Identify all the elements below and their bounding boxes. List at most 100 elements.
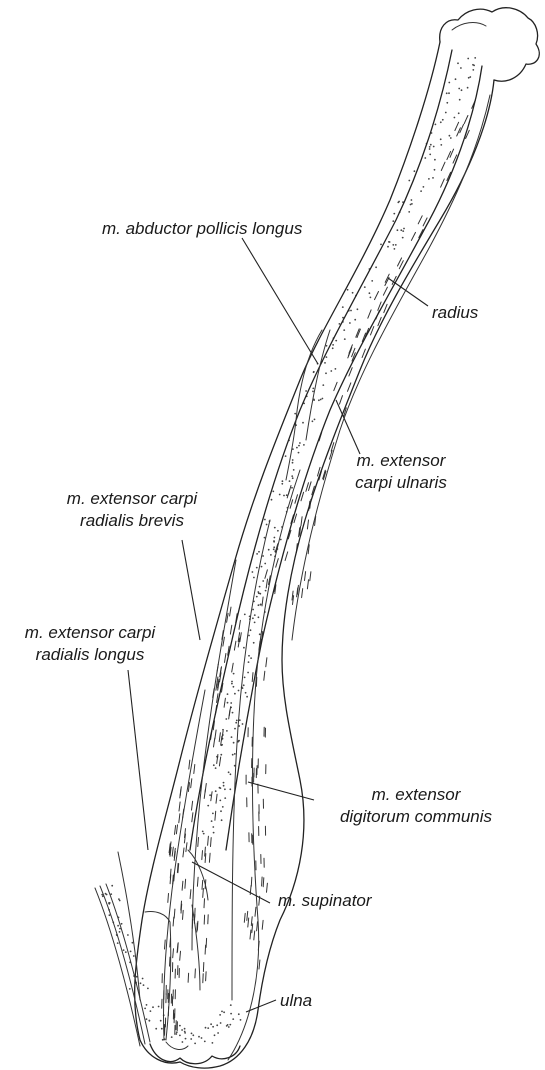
fiber-dash	[411, 232, 415, 240]
stipple-dot	[232, 1018, 234, 1020]
stipple-dot	[258, 616, 260, 618]
stipple-dot	[312, 420, 314, 422]
stipple-dot	[335, 368, 337, 370]
fiber-dash	[205, 945, 206, 954]
stipple-dot	[474, 57, 476, 59]
stipple-dot	[106, 894, 108, 896]
fiber-dash	[232, 663, 234, 672]
stipple-dot	[402, 230, 404, 232]
stipple-dot	[240, 1019, 242, 1021]
stipple-dot	[408, 180, 410, 182]
stipple-dot	[118, 898, 120, 900]
fiber-dash	[447, 151, 451, 159]
fiber-dash	[172, 847, 173, 856]
fiber-dash	[239, 620, 240, 629]
stipple-dot	[221, 1011, 223, 1013]
stipple-dot	[473, 65, 475, 67]
stipple-dot	[457, 62, 459, 64]
stipple-dot	[171, 1036, 173, 1038]
stipple-dot	[220, 810, 222, 812]
stipple-dot	[253, 577, 255, 579]
stipple-dot	[230, 1004, 232, 1006]
stipple-dot	[393, 213, 395, 215]
stipple-dot	[221, 744, 223, 746]
stipple-dot	[292, 462, 294, 464]
stipple-dot	[435, 124, 437, 126]
stipple-dot	[209, 794, 211, 796]
stipple-dot	[313, 371, 315, 373]
stipple-dot	[429, 146, 431, 148]
fiber-dash	[302, 589, 303, 598]
stipple-dot	[142, 978, 144, 980]
leader-ecrb	[182, 540, 200, 640]
stipple-dot	[111, 885, 113, 887]
stipple-dot	[270, 554, 272, 556]
stipple-dot	[212, 826, 214, 828]
fiber-dash	[230, 607, 231, 616]
stipple-dot	[109, 914, 111, 916]
stipple-dot	[434, 169, 436, 171]
stipple-dot	[449, 135, 451, 137]
stipple-dot	[246, 696, 248, 698]
fiber-dash	[264, 671, 265, 680]
stipple-dot	[123, 949, 125, 951]
stipple-dot	[150, 1010, 152, 1012]
fiber-dash	[192, 813, 193, 822]
fiber-dash	[383, 287, 387, 295]
fiber-dash	[307, 580, 308, 589]
stipple-dot	[424, 157, 426, 159]
stipple-dot	[352, 292, 354, 294]
stipple-dot	[179, 1035, 181, 1037]
stipple-dot	[429, 148, 431, 150]
fiber-dash	[211, 792, 212, 801]
stipple-dot	[243, 684, 245, 686]
fiber-dash	[441, 162, 445, 170]
stipple-dot	[469, 76, 471, 78]
stipple-dot	[243, 647, 245, 649]
supinator-edge-2	[192, 905, 200, 990]
stipple-dot	[155, 1028, 157, 1030]
stipple-dot	[282, 480, 284, 482]
fiber-dash	[234, 641, 236, 650]
fiber-dash	[263, 878, 264, 887]
stipple-dot	[259, 586, 261, 588]
stipple-dot	[220, 1022, 222, 1024]
stipple-dot	[228, 1026, 230, 1028]
stipple-dot	[392, 244, 394, 246]
stipple-dot	[214, 1034, 216, 1036]
stipple-dot	[222, 729, 224, 731]
stipple-dot	[253, 642, 255, 644]
stipple-dot	[344, 338, 346, 340]
stipple-dot	[213, 832, 215, 834]
stipple-dot	[160, 1020, 162, 1022]
stipple-dot	[247, 672, 249, 674]
stipple-dot	[179, 1025, 181, 1027]
label-supinator: m. supinator	[278, 890, 372, 912]
stipple-dot	[389, 241, 391, 243]
fiber-dash	[265, 570, 268, 579]
stipple-dot	[233, 686, 235, 688]
label-ecu-line2: carpi ulnaris	[330, 472, 472, 494]
stipple-dot	[229, 1024, 231, 1026]
stipple-dot	[184, 1028, 186, 1030]
stipple-dot	[433, 146, 435, 148]
stipple-dot	[402, 237, 404, 239]
stipple-dot	[445, 112, 447, 114]
stipple-dot	[398, 201, 400, 203]
fiber-dash	[267, 883, 268, 892]
ulna-strand-2	[100, 886, 145, 1044]
stipple-dot	[423, 186, 425, 188]
fiber-dash	[182, 881, 183, 890]
stipple-dot	[207, 805, 209, 807]
fiber-dash	[285, 552, 288, 561]
fiber-dash	[297, 585, 298, 594]
stipple-dot	[314, 419, 316, 421]
stipple-dot	[460, 67, 462, 69]
stipple-dot	[216, 1024, 218, 1026]
stipple-dot	[129, 988, 131, 990]
stipple-dot	[332, 347, 334, 349]
label-ulna: ulna	[280, 990, 312, 1012]
stipple-dot	[268, 549, 270, 551]
stipple-dot	[258, 604, 260, 606]
stipple-dot	[296, 447, 298, 449]
